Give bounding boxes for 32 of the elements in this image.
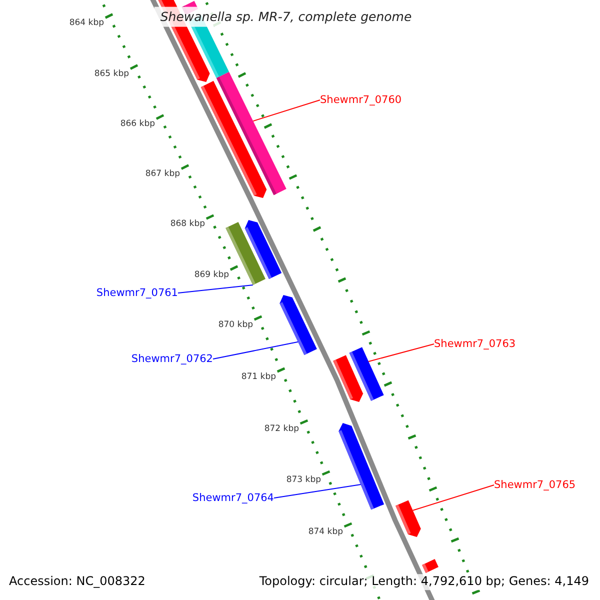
leader-line: [274, 484, 362, 498]
scale-label: 871 kbp: [241, 373, 276, 383]
gene-label: Shewmr7_0764: [192, 492, 274, 504]
scale-label: 866 kbp: [120, 120, 155, 130]
gene-bar: [244, 220, 282, 280]
scale-label: 867 kbp: [145, 170, 180, 180]
gene-label: Shewmr7_0763: [434, 338, 516, 350]
gene-label: Shewmr7_0762: [131, 352, 213, 366]
gene-bar: [396, 500, 421, 537]
footer-text: Accession: NC_008322: [9, 575, 146, 589]
scale-label: 868 kbp: [170, 220, 205, 230]
gene-bar: [280, 295, 317, 356]
leader-line: [368, 344, 434, 362]
footer-text: Topology: circular; Length: 4,792,610 bp; Genes: 4,149: [257, 574, 591, 590]
scale-label: 872 kbp: [264, 425, 299, 435]
scale-label: 873 kbp: [286, 476, 321, 486]
scale-label: 870 kbp: [218, 321, 253, 331]
gene-bar: [349, 347, 384, 401]
gene-bar: [422, 559, 438, 573]
leader-line: [252, 100, 320, 122]
leader-line: [212, 341, 299, 360]
scale-label: 869 kbp: [194, 271, 229, 281]
gene-bar: [338, 423, 384, 510]
gene-label: Shewmr7_0765: [494, 478, 576, 492]
leader-line: [412, 484, 494, 511]
gene-label: Shewmr7_0760: [320, 94, 402, 106]
gene-label: Shewmr7_0761: [96, 286, 178, 300]
scale-label: 874 kbp: [308, 528, 343, 538]
scale-label: 865 kbp: [94, 70, 129, 80]
gene-bar: [200, 80, 267, 198]
scale-label: 864 kbp: [69, 19, 104, 29]
leader-line: [178, 284, 254, 294]
